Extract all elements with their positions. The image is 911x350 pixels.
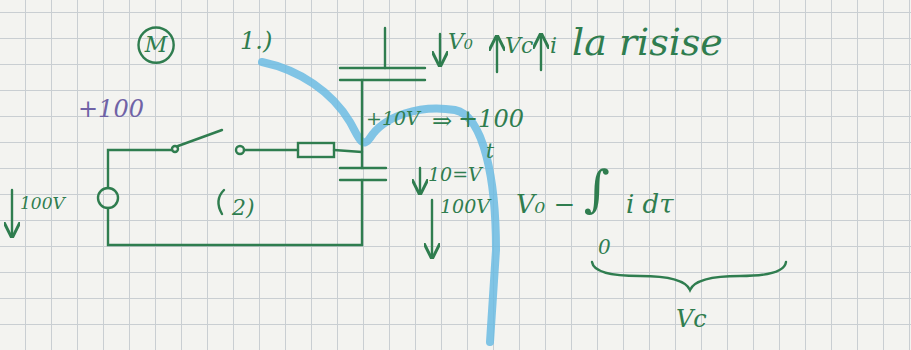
circle-outline — [138, 27, 173, 62]
handwritten-label: 1.) — [240, 28, 272, 54]
highlighter-stroke — [262, 62, 496, 342]
handwritten-label: Vc — [676, 306, 707, 332]
wire — [361, 80, 363, 168]
wire — [108, 150, 172, 188]
handwritten-label: 0 — [598, 236, 611, 258]
handwritten-label: 10=V — [428, 164, 482, 185]
switch-pivot — [172, 146, 178, 152]
voltage-arrow — [439, 34, 441, 64]
handwritten-label: +100 — [458, 106, 524, 132]
voltage-arrow — [11, 190, 13, 235]
voltage-source — [98, 188, 118, 208]
circled-letter: M — [137, 26, 175, 64]
switch-blade — [178, 130, 222, 146]
voltage-arrow — [496, 38, 498, 72]
loop-arrow — [218, 190, 224, 214]
handwritten-label: Vc — [505, 34, 533, 58]
voltage-arrow — [419, 168, 421, 192]
handwritten-label: +10V — [366, 108, 420, 129]
wire — [108, 180, 362, 245]
node-text: M — [145, 33, 168, 57]
handwritten-label: ⇒ — [432, 108, 452, 134]
handwritten-label: +100 — [78, 96, 144, 122]
capacitor-symbol — [340, 68, 425, 80]
wire — [334, 150, 362, 152]
handwritten-label: i — [550, 34, 557, 58]
voltage-arrow — [431, 200, 433, 256]
handwritten-label: 2) — [232, 196, 255, 220]
resistor-symbol — [298, 143, 334, 157]
handwritten-label: la risise — [572, 22, 723, 64]
handwritten-label: ∫ — [584, 162, 610, 217]
handwritten-label: V₀ — [448, 30, 473, 54]
handwritten-label: 100V — [440, 196, 490, 217]
wire — [244, 149, 298, 151]
handwritten-label: 100V — [20, 194, 65, 213]
handwritten-label: V₀ − — [516, 190, 575, 219]
handwritten-label: t — [486, 140, 494, 162]
current-arrow — [540, 36, 542, 70]
capacitor-symbol — [340, 168, 386, 180]
wire — [384, 28, 386, 68]
handwritten-label: i dτ — [626, 190, 674, 219]
underbrace — [592, 262, 786, 290]
